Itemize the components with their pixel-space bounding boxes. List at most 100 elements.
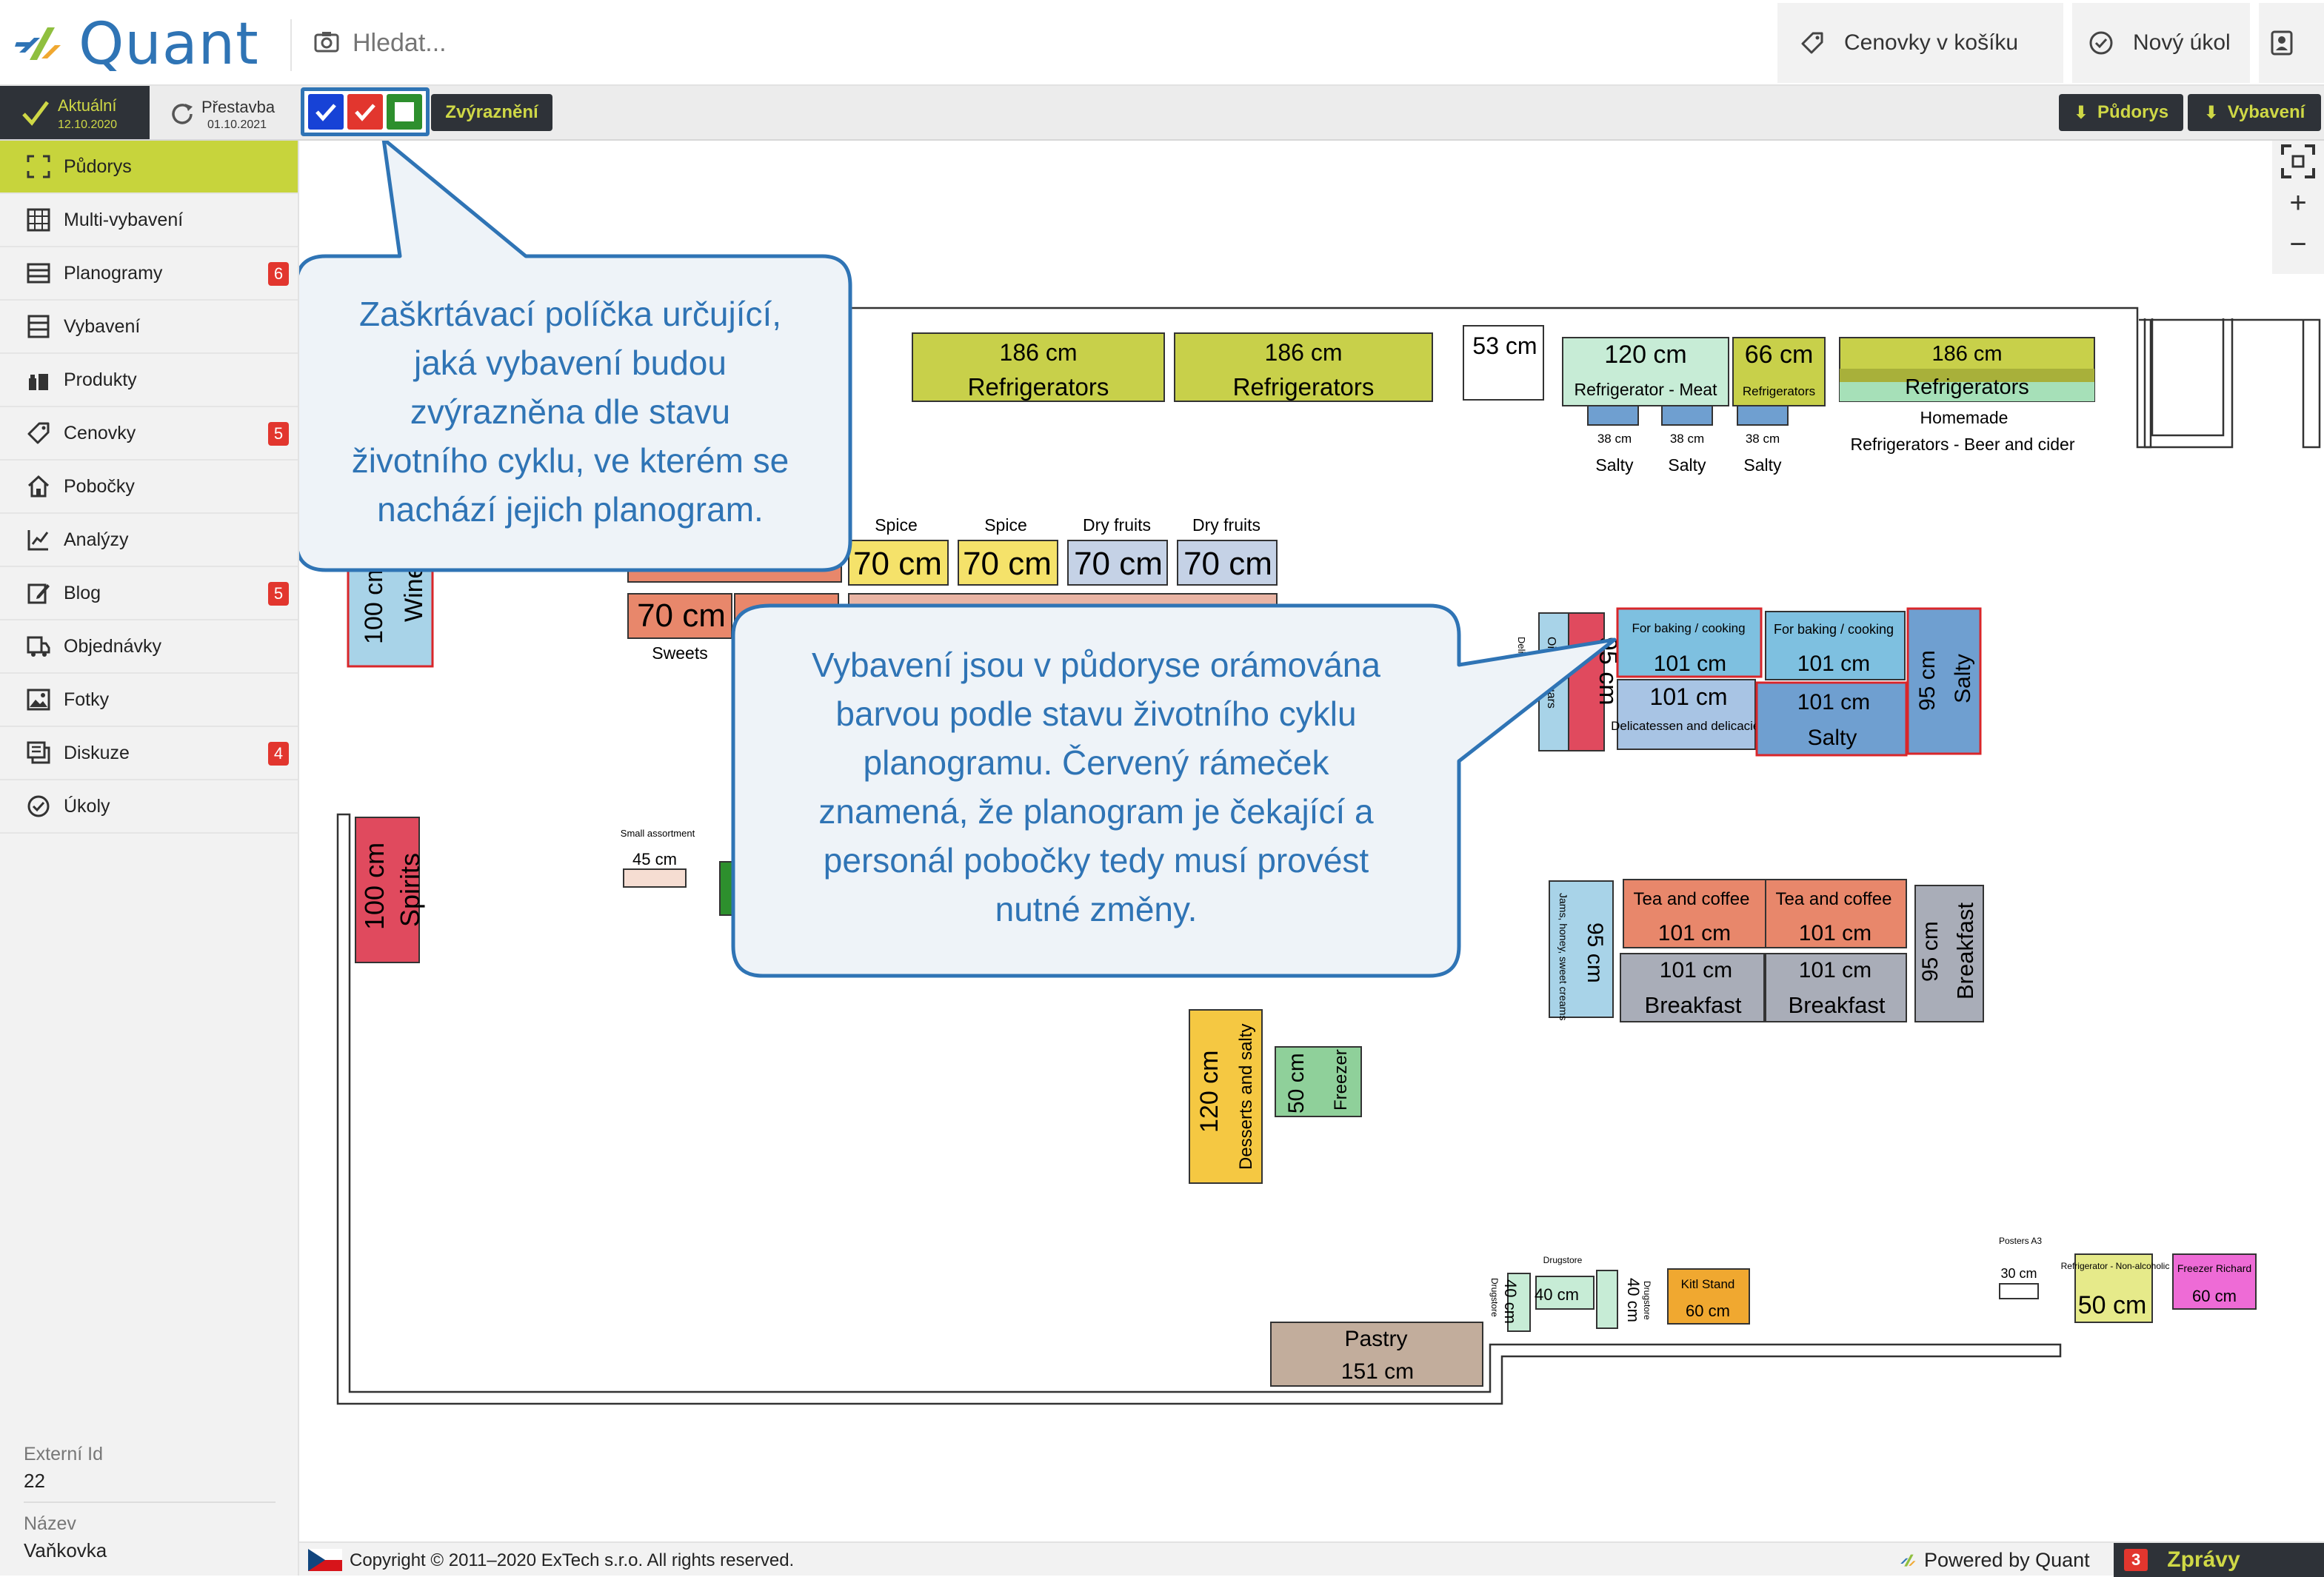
fixture-delicatessen[interactable]: 101 cm Delicatessen and delicacies [1611, 679, 1766, 750]
truck-icon [25, 633, 52, 660]
callout-line: zvýrazněna dle stavu [410, 392, 730, 431]
floorplan-canvas[interactable]: 186 cm Refrigerators 186 cm Refrigerator… [299, 141, 2324, 1541]
cart-labels-button[interactable]: Cenovky v košíku [1777, 3, 2063, 83]
fixture-cold-small[interactable]: 53 cm [1463, 325, 1544, 401]
sidebar-item-planograms[interactable]: Planogramy 6 [0, 247, 298, 301]
fixture-baking[interactable]: For baking / cooking 101 cm [1765, 611, 1906, 680]
fixture-spice[interactable]: Spice 70 cm [848, 515, 949, 586]
checkbox-blue[interactable] [308, 94, 344, 130]
check-circle-icon [25, 793, 52, 820]
fixture-label: Jams, honey, sweet creams [1557, 893, 1569, 1020]
refresh-icon [172, 104, 193, 124]
sidebar-item-label: Analýzy [64, 529, 129, 550]
download-equipment-button[interactable]: ⬇ Vybavení [2188, 94, 2321, 131]
fixture-baking[interactable]: For baking / cooking 101 cm [1616, 607, 1763, 678]
sidebar-item-multi-equipment[interactable]: Multi-vybavení [0, 194, 298, 247]
fixture-refrigerator[interactable]: 66 cm Refrigerators [1732, 337, 1826, 406]
sidebar-item-label: Objednávky [64, 635, 162, 657]
fixture-label: Drugstore [1642, 1281, 1652, 1320]
sidebar-item-photos[interactable]: Fotky [0, 674, 298, 727]
check-circle-icon [2089, 31, 2113, 55]
fixture-refrigerator[interactable]: 186 cm Refrigerators [912, 332, 1165, 402]
external-id-value: 22 [24, 1470, 45, 1492]
fixture-label: For baking / cooking [1774, 622, 1894, 637]
analytics-icon [25, 526, 52, 553]
fixture-drugstore[interactable]: 40 cm Drugstore [1596, 1270, 1652, 1329]
user-profile-button[interactable] [2259, 3, 2324, 83]
floorplan-svg: 186 cm Refrigerators 186 cm Refrigerator… [299, 141, 2321, 1405]
zoom-in-button[interactable]: + [2272, 182, 2324, 224]
check-icon [315, 104, 336, 121]
tab-future[interactable]: Přestavba 01.10.2021 [153, 86, 298, 139]
sidebar-item-products[interactable]: Produkty [0, 354, 298, 407]
sidebar-item-equipment[interactable]: Vybavení [0, 301, 298, 354]
fixture-label: Sweets [652, 643, 707, 663]
fixture-dry-fruits[interactable]: Dry fruits 70 cm [1067, 515, 1168, 586]
fixture-spirits[interactable]: 100 cm Spirits [355, 817, 425, 963]
fixture-breakfast[interactable]: 101 cm Breakfast [1620, 953, 1765, 1022]
fixture-caption: Refrigerators - Beer and cider [1851, 435, 2075, 454]
fixture-label: Salty [1951, 654, 1975, 703]
fixture-dry-fruits[interactable]: Dry fruits 70 cm [1177, 515, 1278, 586]
fixture-size: 40 cm [1501, 1279, 1520, 1324]
download-floorplan-button[interactable]: ⬇ Půdorys [2059, 94, 2183, 131]
fixture-refrigerator[interactable]: 186 cm Refrigerators [1174, 332, 1433, 402]
fixture-freezer-richard[interactable]: Freezer Richard 60 cm [2172, 1253, 2257, 1310]
fixture-kitl-stand[interactable]: Kitl Stand 60 cm [1667, 1268, 1750, 1325]
fixture-label: Breakfast [1952, 903, 1978, 1000]
sidebar-item-discussion[interactable]: Diskuze 4 [0, 727, 298, 780]
checkbox-green[interactable] [387, 94, 422, 130]
sidebar-item-tasks[interactable]: Úkoly [0, 780, 298, 834]
top-bar: Quant Cenovky v košíku Nový úkol [0, 0, 2324, 86]
fixture-drugstore[interactable]: Drugstore 40 cm [1489, 1273, 1531, 1332]
sidebar-item-orders[interactable]: Objednávky [0, 620, 298, 674]
fixture-pastry[interactable]: Pastry 151 cm [1270, 1322, 1483, 1387]
sidebar-item-branches[interactable]: Pobočky [0, 461, 298, 514]
sidebar-item-analytics[interactable]: Analýzy [0, 514, 298, 567]
checkbox-empty-mark [395, 102, 414, 121]
fixture-salty[interactable]: 38 cm Salty [1737, 405, 1789, 475]
fixture-posters[interactable]: Posters A3 30 cm [1999, 1236, 2042, 1299]
checkbox-red[interactable] [347, 94, 383, 130]
powered-by[interactable]: Powered by Quant [1899, 1549, 2090, 1572]
divider [290, 19, 292, 71]
tab-current[interactable]: Aktuální 12.10.2020 [0, 86, 150, 139]
sidebar-item-blog[interactable]: Blog 5 [0, 567, 298, 620]
fixture-label: Refrigerators [1233, 373, 1375, 401]
fixture-jams[interactable]: 95 cm Jams, honey, sweet creams [1549, 880, 1614, 1020]
fixture-drugstore[interactable]: Drugstore 40 cm [1535, 1255, 1595, 1310]
fixture-refrigerator-meat[interactable]: 120 cm Refrigerator - Meat [1562, 337, 1729, 406]
zoom-out-button[interactable]: − [2272, 224, 2324, 265]
fixture-salty[interactable]: 95 cm Salty [1906, 607, 1982, 755]
sidebar-item-floorplan[interactable]: Půdorys [0, 141, 298, 194]
fixture-salty[interactable]: 101 cm Salty [1755, 681, 1908, 757]
fixture-refrigerator[interactable]: 186 cm Refrigerators Homemade Refrigerat… [1839, 337, 2095, 454]
fixture-refrigerator-non-alcoholic[interactable]: Refrigerator - Non-alcoholic 50 cm [2061, 1253, 2170, 1323]
fixture-tea-coffee[interactable]: Tea and coffee 101 cm [1765, 879, 1907, 948]
fixture-desserts[interactable]: 120 cm Desserts and salty [1189, 1009, 1263, 1184]
fixture-freezer[interactable]: 50 cm Freezer [1275, 1046, 1362, 1117]
edit-icon [25, 580, 52, 606]
logo[interactable]: Quant [15, 11, 259, 78]
sidebar-item-price-tags[interactable]: Cenovky 5 [0, 407, 298, 461]
new-task-button[interactable]: Nový úkol [2072, 3, 2250, 83]
fullscreen-button[interactable] [2272, 141, 2324, 182]
search-bar[interactable] [314, 22, 797, 64]
fixture-label: Spirits [395, 853, 425, 927]
highlight-button[interactable]: Zvýraznění [431, 94, 552, 131]
fixture-breakfast[interactable]: 95 cm Breakfast [1914, 885, 1984, 1022]
fixture-size: 30 cm [2000, 1266, 2037, 1281]
fixture-salty[interactable]: 38 cm Salty [1661, 405, 1713, 475]
czech-flag-icon[interactable] [308, 1549, 342, 1571]
branch-name-label: Název [24, 1513, 76, 1534]
fixture-small-assortment[interactable]: Small assortment 45 cm [621, 828, 695, 888]
messages-button[interactable]: 3 Zprávy [2114, 1543, 2324, 1577]
camera-icon[interactable] [314, 30, 339, 56]
tab-current-date: 12.10.2020 [58, 118, 118, 131]
fixture-breakfast[interactable]: 101 cm Breakfast [1765, 953, 1907, 1022]
fixture-salty[interactable]: 38 cm Salty [1587, 405, 1639, 475]
search-input[interactable] [353, 28, 797, 58]
fixture-tea-coffee[interactable]: Tea and coffee 101 cm [1623, 879, 1766, 948]
fixture-spice[interactable]: Spice 70 cm [958, 515, 1058, 586]
download-icon: ⬇ [2073, 102, 2089, 123]
